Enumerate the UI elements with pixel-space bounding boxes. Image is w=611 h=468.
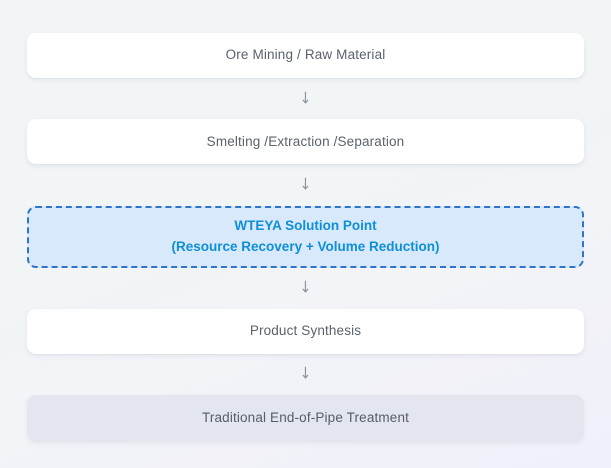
- arrow-down-icon: ↓: [299, 365, 312, 384]
- flow-node-wteya-solution-point: WTEYA Solution Point (Resource Recovery …: [27, 205, 584, 268]
- flow-node-label: Traditional End-of-Pipe Treatment: [201, 410, 410, 426]
- flow-connector-4: ↓: [27, 354, 584, 395]
- flow-node-subtitle: (Resource Recovery + Volume Reduction): [171, 238, 440, 254]
- flow-node-traditional-treatment: Traditional End-of-Pipe Treatment: [27, 395, 584, 442]
- flow-node-product-synthesis: Product Synthesis: [27, 308, 584, 354]
- flow-node-title: WTEYA Solution Point: [234, 218, 377, 234]
- flow-connector-1: ↓: [27, 78, 584, 119]
- flow-node-ore-mining: Ore Mining / Raw Material: [27, 33, 584, 78]
- arrow-down-icon: ↓: [299, 175, 312, 195]
- arrow-down-icon: ↓: [299, 89, 312, 108]
- flow-node-smelting: Smelting /Extraction /Separation: [27, 119, 584, 165]
- flow-node-label: Smelting /Extraction /Separation: [206, 133, 405, 149]
- flow-node-label: Product Synthesis: [249, 323, 362, 339]
- arrow-down-icon: ↓: [299, 278, 312, 298]
- flow-connector-3: ↓: [27, 268, 584, 309]
- flow-node-label: Ore Mining / Raw Material: [225, 47, 386, 63]
- flow-connector-2: ↓: [27, 164, 584, 205]
